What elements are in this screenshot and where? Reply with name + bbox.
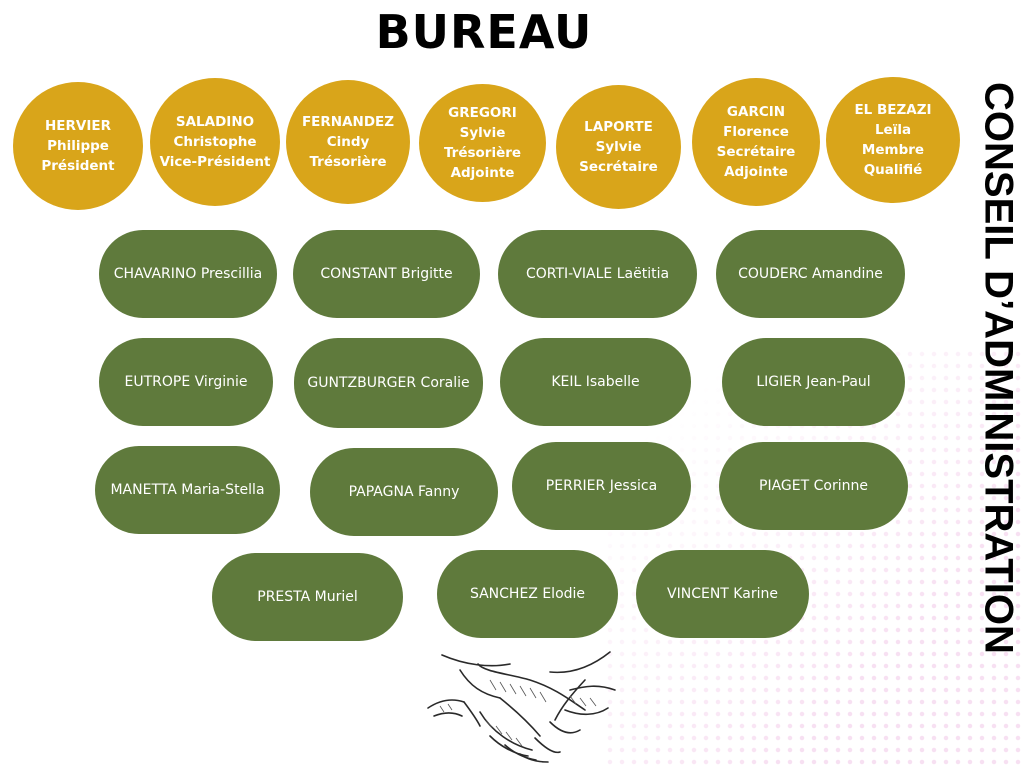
bureau-line: Trésorière	[443, 145, 522, 161]
bureau-line: Président	[41, 158, 115, 174]
bureau-line: GREGORI	[448, 105, 517, 121]
bureau-line: HERVIER	[44, 118, 111, 134]
board-member: PIAGET Corinne	[719, 442, 908, 530]
board-member: VINCENT Karine	[636, 550, 809, 638]
bureau-line: Secrétaire	[716, 144, 796, 160]
bureau-line: Adjointe	[450, 165, 515, 181]
bureau-line: Leïla	[874, 122, 912, 138]
bureau-line: Cindy	[326, 134, 370, 150]
board-member: EUTROPE Virginie	[99, 338, 273, 426]
bureau-line: Trésorière	[309, 154, 387, 170]
board-member: CONSTANT Brigitte	[293, 230, 480, 318]
board-member: COUDERC Amandine	[716, 230, 905, 318]
bureau-line: Sylvie	[459, 125, 506, 141]
handshake-icon	[427, 651, 616, 763]
bureau-line: Qualifié	[863, 162, 923, 178]
page-title: BUREAU	[375, 5, 593, 59]
board-member: GUNTZBURGER Coralie	[294, 338, 483, 428]
board-member: LIGIER Jean-Paul	[722, 338, 905, 426]
board-member: CORTI-VIALE Laëtitia	[498, 230, 697, 318]
side-title: CONSEIL D’ADMINISTRATION	[976, 82, 1021, 654]
bureau-line: Philippe	[47, 138, 109, 154]
bureau-line: Florence	[723, 124, 789, 140]
bureau-member-deputy-treasurer: GREGORI Sylvie Trésorière Adjointe	[419, 84, 546, 202]
bureau-line: Secrétaire	[579, 159, 658, 175]
bureau-member-treasurer: FERNANDEZ Cindy Trésorière	[286, 80, 410, 204]
bureau-line: SALADINO	[175, 114, 255, 130]
bureau-line: Sylvie	[595, 139, 642, 155]
bureau-line: FERNANDEZ	[301, 114, 395, 130]
bureau-member-qualified: EL BEZAZI Leïla Membre Qualifié	[826, 77, 960, 203]
bureau-member-president: HERVIER Philippe Président	[13, 82, 143, 210]
board-member: SANCHEZ Elodie	[437, 550, 618, 638]
bureau-member-secretary: LAPORTE Sylvie Secrétaire	[556, 85, 681, 209]
bureau-line: Vice-Président	[159, 154, 271, 170]
board-member: PERRIER Jessica	[512, 442, 691, 530]
board-member: MANETTA Maria-Stella	[95, 446, 280, 534]
board-member: PAPAGNA Fanny	[310, 448, 498, 536]
bureau-member-vice-president: SALADINO Christophe Vice-Président	[150, 78, 280, 206]
bureau-member-deputy-secretary: GARCIN Florence Secrétaire Adjointe	[692, 78, 820, 206]
board-member: KEIL Isabelle	[500, 338, 691, 426]
bureau-line: EL BEZAZI	[854, 102, 932, 118]
bureau-line: Christophe	[173, 134, 257, 150]
bureau-line: Membre	[861, 142, 925, 158]
bureau-line: GARCIN	[726, 104, 786, 120]
board-member: CHAVARINO Prescillia	[99, 230, 277, 318]
bureau-line: LAPORTE	[584, 119, 653, 135]
board-member: PRESTA Muriel	[212, 553, 403, 641]
bureau-line: Adjointe	[724, 164, 788, 180]
